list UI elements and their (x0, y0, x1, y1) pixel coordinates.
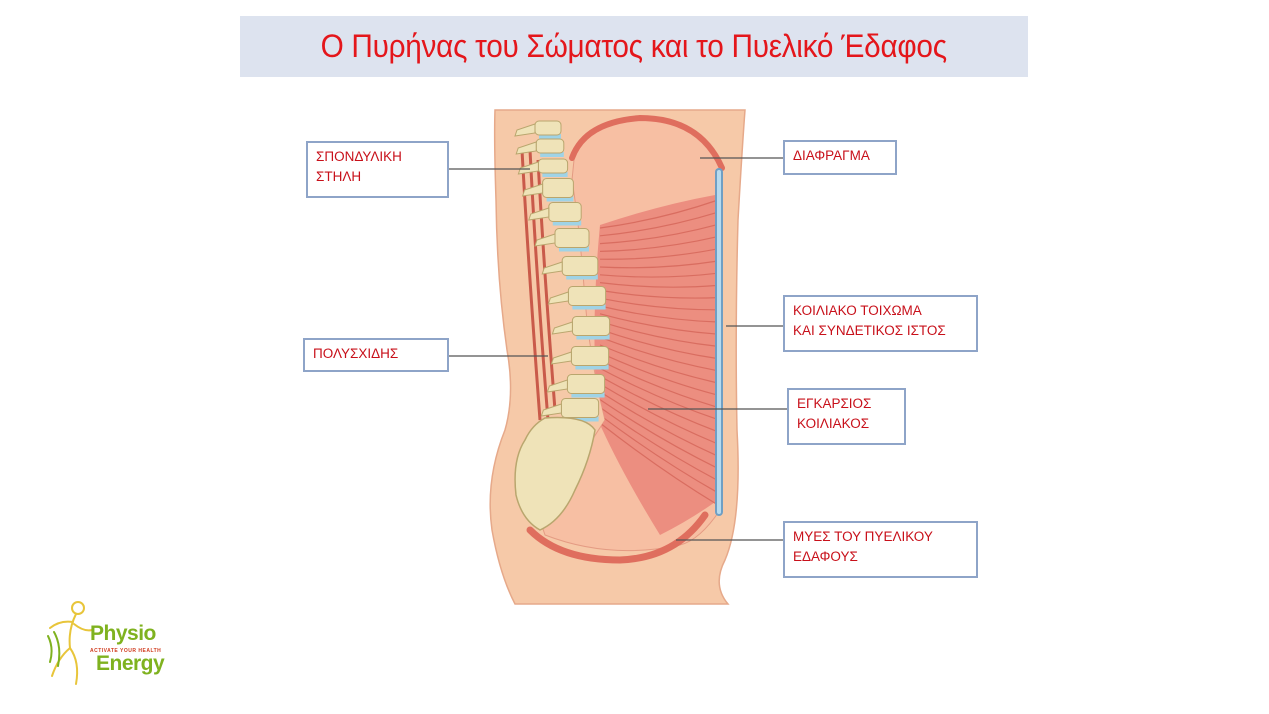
spinous-process (517, 161, 539, 175)
abdominal-wall-label-line2: ΚΑΙ ΣΥΝΔΕΤΙΚΟΣ ΙΣΤΟΣ (793, 323, 946, 338)
vertebra (554, 228, 590, 248)
physio-energy-logo: Physio ACTIVATE YOUR HEALTH Energy (40, 596, 190, 692)
intervertebral-disc (576, 334, 610, 340)
muscle-fiber (599, 391, 719, 457)
muscle-fiber (599, 360, 719, 408)
spinous-process (515, 141, 537, 155)
muscle-fiber (599, 406, 719, 482)
muscle-fiber (599, 336, 719, 372)
muscle-fiber (599, 352, 719, 396)
vertebra (560, 398, 600, 418)
vertebra (571, 316, 611, 336)
intervertebral-disc (572, 304, 606, 310)
intervertebral-disc (559, 246, 589, 252)
sacrum-bone (514, 416, 596, 531)
diaphragm-label-line1: ΔΙΑΦΡΑΓΜΑ (793, 148, 870, 163)
vertebra (534, 120, 562, 136)
muscle-fiber (599, 272, 719, 278)
pelvic-floor-label-line1: ΜΥΕΣ ΤΟΥ ΠΥΕΛΙΚΟΥ (793, 529, 933, 544)
vertebra (570, 346, 610, 366)
abdominal-wall-label-line1: ΚΟΙΛΙΑΚΟ ΤΟΙΧΩΜΑ (793, 303, 922, 318)
vertebra (566, 374, 606, 394)
pelvic-floor-muscle (526, 511, 709, 564)
abdominal-wall-label: ΚΟΙΛΙΑΚΟ ΤΟΙΧΩΜΑ ΚΑΙ ΣΥΝΔΕΤΙΚΟΣ ΙΣΤΟΣ (783, 295, 978, 352)
spinous-process (521, 183, 544, 197)
muscle-fiber (599, 422, 719, 506)
muscle-fiber (599, 282, 719, 288)
intervertebral-disc (571, 392, 605, 398)
vertebra (542, 178, 574, 198)
multifidus-label: ΠΟΛΥΣΧΙΔΗΣ (303, 338, 449, 372)
vertebra (537, 158, 569, 174)
diaphragm-muscle (569, 114, 725, 171)
muscle-fiber (599, 248, 719, 260)
spinous-process (514, 123, 536, 137)
vertebra (535, 138, 565, 154)
spinous-process (534, 233, 556, 247)
logo-word-energy: Energy (96, 652, 165, 675)
logo-tagline: ACTIVATE YOUR HEALTH (90, 648, 162, 654)
spinal-column (514, 120, 611, 422)
muscle-fiber (599, 223, 719, 245)
muscle-fiber (599, 313, 719, 335)
muscle-fiber (599, 328, 719, 360)
pelvic-floor-label-line2: ΕΔΑΦΟΥΣ (793, 549, 858, 564)
transversus-label: ΕΓΚΑΡΣΙΟΣ ΚΟΙΛΙΑΚΟΣ (787, 388, 906, 445)
muscle-fiber (599, 260, 719, 269)
muscle-fiber (599, 367, 719, 421)
intervertebral-disc (565, 416, 599, 422)
intervertebral-disc (546, 196, 574, 202)
muscle-fiber (599, 321, 719, 347)
muscle-fiber (599, 305, 719, 323)
logo-word-physio: Physio (90, 622, 156, 645)
title-banner: Ο Πυρήνας του Σώματος και το Πυελικό Έδα… (240, 16, 1028, 77)
intervertebral-disc (575, 364, 609, 370)
diaphragm-label: ΔΙΑΦΡΑΓΜΑ (783, 140, 897, 175)
transversus-label-line1: ΕΓΚΑΡΣΙΟΣ (797, 396, 872, 411)
leader-lines (449, 157, 787, 541)
intervertebral-disc (540, 152, 564, 157)
muscle-fiber (599, 199, 719, 229)
spinous-process (546, 379, 568, 393)
muscle-fiber (599, 414, 719, 494)
vertebra (561, 256, 599, 276)
muscle-fiber (599, 344, 719, 384)
multifidus-label-line1: ΠΟΛΥΣΧΙΔΗΣ (313, 346, 399, 361)
muscle-fiber (599, 297, 719, 311)
muscle-fiber (599, 399, 719, 469)
spinous-process (540, 403, 562, 417)
intervertebral-disc (566, 274, 598, 280)
spine-label: ΣΠΟΝΔΥΛΙΚΗ ΣΤΗΛΗ (306, 141, 449, 198)
spinous-process (547, 291, 569, 305)
spinous-process (551, 321, 573, 335)
page-title: Ο Πυρήνας του Σώματος και το Πυελικό Έδα… (320, 28, 948, 64)
vertebra (548, 202, 582, 222)
spinous-process (550, 351, 572, 365)
spinous-process (528, 207, 550, 221)
muscle-fiber (599, 236, 719, 252)
spine-label-line2: ΣΤΗΛΗ (316, 169, 362, 184)
spinous-process (541, 261, 563, 275)
muscle-fiber (599, 289, 719, 299)
spine-label-line1: ΣΠΟΝΔΥΛΙΚΗ (316, 149, 402, 164)
pelvic-floor-label: ΜΥΕΣ ΤΟΥ ΠΥΕΛΙΚΟΥ ΕΔΑΦΟΥΣ (783, 521, 978, 578)
intervertebral-disc (542, 172, 568, 177)
intervertebral-disc (552, 220, 582, 226)
intervertebral-disc (539, 134, 561, 139)
muscle-fiber (599, 375, 719, 433)
runner-figure-icon (47, 601, 93, 685)
muscle-fiber (599, 383, 719, 445)
transversus-muscle (594, 195, 719, 535)
transversus-label-line2: ΚΟΙΛΙΑΚΟΣ (797, 416, 870, 431)
muscle-fiber (599, 211, 719, 237)
vertebra (567, 286, 607, 306)
